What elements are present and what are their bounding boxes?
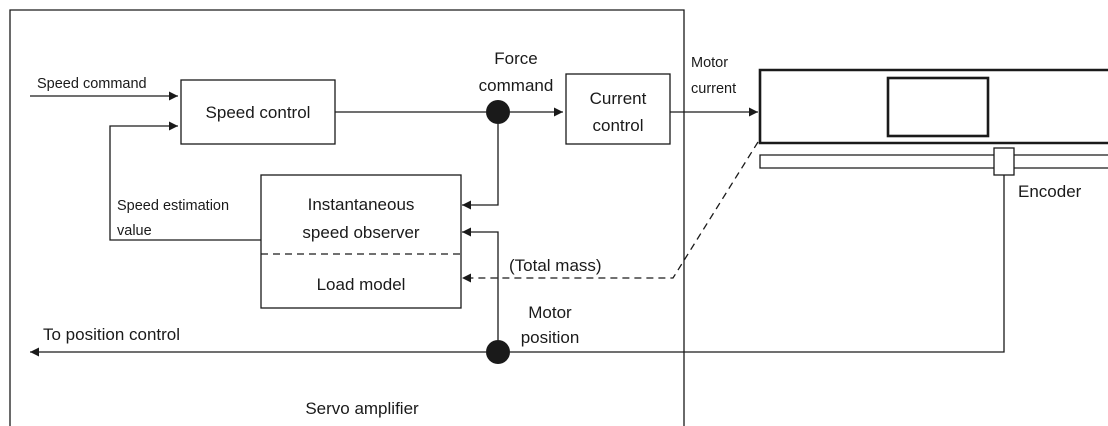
servo-amplifier-boundary bbox=[9, 9, 685, 426]
motor-current-label-1: Motor bbox=[691, 55, 728, 71]
position-to-observer-arrow bbox=[462, 227, 499, 340]
total-mass-dashed-arrow bbox=[462, 141, 759, 283]
observer-label-2: speed observer bbox=[302, 223, 420, 242]
motor-current-label-2: current bbox=[691, 81, 736, 97]
speed-control-block bbox=[180, 79, 336, 145]
to-position-control-label: To position control bbox=[43, 325, 180, 344]
speed-estimation-label-2: value bbox=[117, 223, 152, 239]
current-control-label-1: Current bbox=[590, 89, 647, 108]
speed-control-label: Speed control bbox=[206, 103, 311, 122]
force-to-observer-arrow bbox=[462, 124, 499, 210]
force-command-node bbox=[486, 100, 510, 124]
encoder-head bbox=[993, 147, 1015, 176]
force-command-label-2: command bbox=[479, 76, 554, 95]
observer-block bbox=[260, 174, 462, 309]
speed-estimation-feedback-arrow bbox=[109, 121, 261, 241]
servo-amplifier-label: Servo amplifier bbox=[305, 399, 419, 418]
linear-scale-bar bbox=[759, 154, 1108, 169]
observer-label-1: Instantaneous bbox=[308, 195, 415, 214]
speed-command-label: Speed command bbox=[37, 76, 147, 92]
speed-estimation-label-1: Speed estimation bbox=[117, 198, 229, 214]
total-mass-label: (Total mass) bbox=[509, 256, 602, 275]
motor-position-label-1: Motor bbox=[528, 303, 572, 322]
current-control-block bbox=[565, 73, 671, 145]
force-command-label-1: Force bbox=[494, 49, 537, 68]
load-model-label: Load model bbox=[317, 275, 406, 294]
motor-position-node bbox=[486, 340, 510, 364]
encoder-feedback-line bbox=[510, 175, 1005, 353]
motor-position-label-2: position bbox=[521, 328, 580, 347]
current-control-label-2: control bbox=[592, 116, 643, 135]
encoder-label: Encoder bbox=[1018, 182, 1082, 201]
motor-coil-block bbox=[886, 76, 990, 138]
